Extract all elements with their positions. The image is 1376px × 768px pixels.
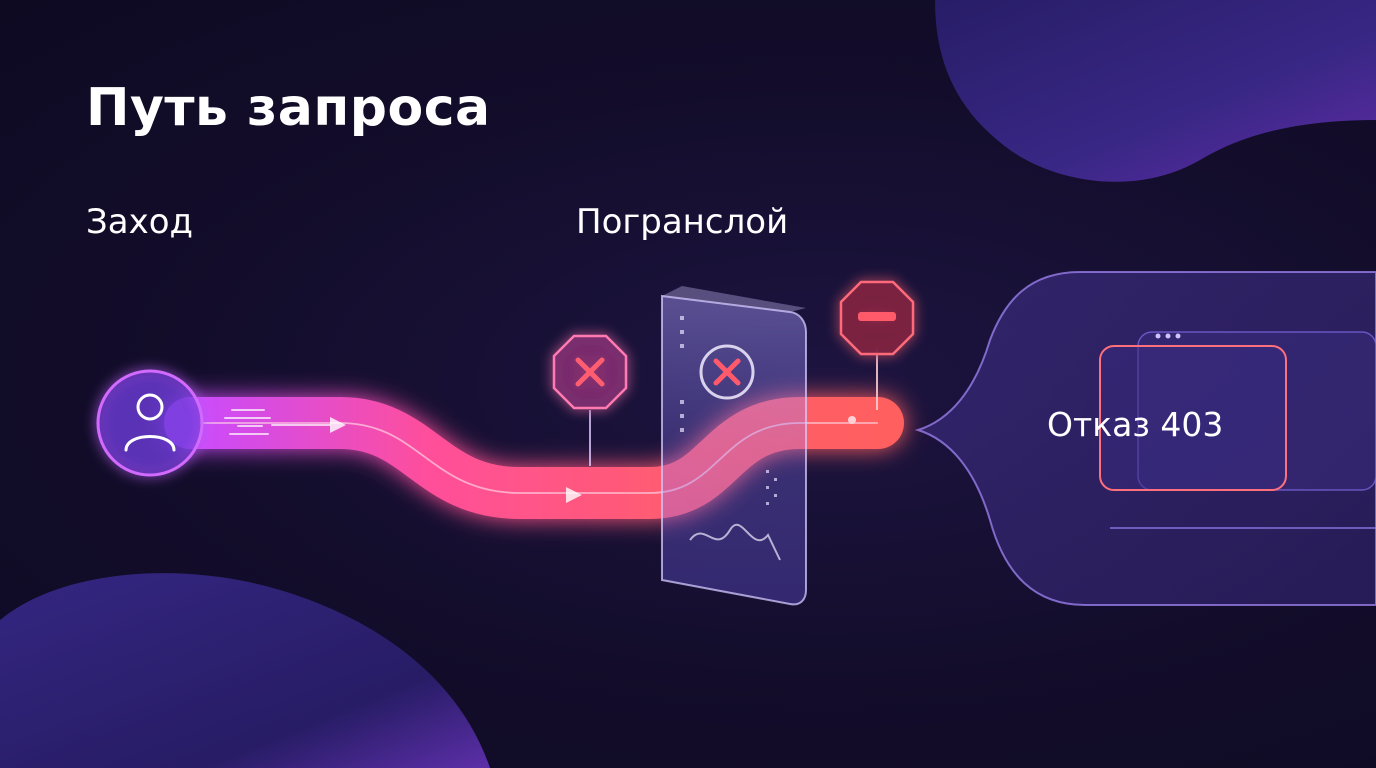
no-entry-icon xyxy=(839,280,915,356)
motion-streaks xyxy=(224,409,331,435)
result-label: Отказ 403 xyxy=(1047,405,1224,444)
close-octagon-icon xyxy=(552,334,628,410)
step-label-entry: Заход xyxy=(86,202,194,242)
close-circle-icon xyxy=(699,344,755,400)
user-icon xyxy=(96,369,204,477)
border-layer-panel xyxy=(661,286,807,606)
error-window xyxy=(1099,331,1376,529)
step-label-border-layer: Погранслой xyxy=(576,202,789,242)
page-title: Путь запроса xyxy=(86,78,491,138)
path-arrow-2 xyxy=(566,487,582,503)
path-arrow-1 xyxy=(330,417,346,433)
